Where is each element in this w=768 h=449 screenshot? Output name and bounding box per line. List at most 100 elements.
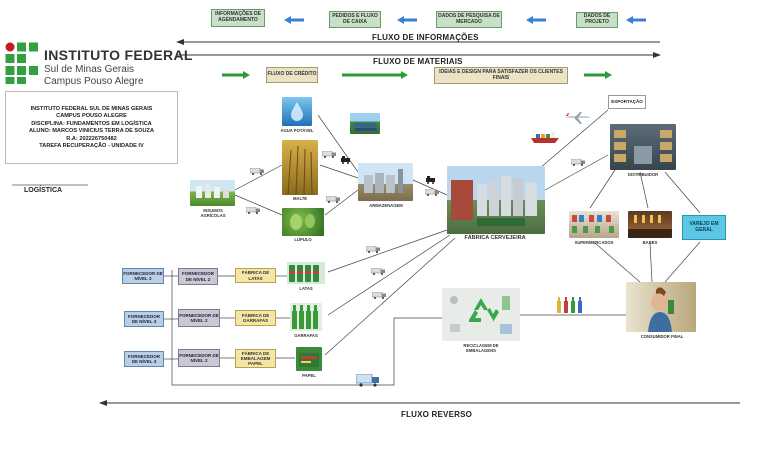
malt-image <box>282 140 318 195</box>
hops-image <box>282 208 324 236</box>
bar-label: BARES <box>642 240 658 245</box>
info-card-line: TAREFA RECUPERAÇÃO - UNIDADE IV <box>39 143 144 150</box>
info-card-line: ALUNO: MARCOS VINICIUS TERRA DE SOUZA <box>28 128 155 135</box>
material-flow-arrowhead <box>653 52 661 58</box>
logo-sub1: Sul de Minas Gerais <box>44 64 135 75</box>
material-arrow-icon <box>222 71 250 79</box>
water-image <box>282 97 312 126</box>
supplier-tier3-box: FORNECEDOR DE NÍVEL 3 <box>122 268 164 284</box>
paper-box-image <box>296 347 322 371</box>
supplier-tier3-box: FORNECEDOR DE NÍVEL 3 <box>124 311 164 327</box>
info-flow-arrowhead <box>176 39 184 45</box>
info-arrow-icon <box>526 16 546 24</box>
credit-flow-label: FLUXO DE CRÉDITO <box>267 71 317 78</box>
hops-label: LÚPULO <box>294 237 312 242</box>
recycling-label: RECICLAGEM DE EMBALAGENS <box>463 343 499 353</box>
consumer-label: CONSUMIDOR FINAL <box>640 334 684 339</box>
recycling-image <box>442 288 520 341</box>
truck-icon <box>366 246 380 253</box>
farm-inputs-image <box>190 180 235 206</box>
truck-icon <box>425 189 439 196</box>
info-flow-title: FLUXO DE INFORMAÇÕES <box>372 33 479 42</box>
cans-factory-box: FÁBRICA DE LATAS <box>235 268 276 283</box>
info-scheduling-label: INFORMAÇÕES DE AGENDAMENTO <box>215 11 261 23</box>
bottles-icon <box>557 297 582 313</box>
cans-label: LATAS <box>299 286 313 291</box>
supplier-tier2-box: FORNECEDOR DE NÍVEL 2 <box>178 268 218 285</box>
supplier-tier2-label: FORNECEDOR DE NÍVEL 2 <box>179 352 219 363</box>
cans-image <box>287 262 325 284</box>
airplane-icon <box>565 112 591 124</box>
brewery-image <box>447 166 545 234</box>
supplier-tier3-label: FORNECEDOR DE NÍVEL 3 <box>127 313 160 324</box>
reverse-flow-title: FLUXO REVERSO <box>401 410 473 419</box>
supplier-tier3-box: FORNECEDOR DE NÍVEL 3 <box>124 351 164 367</box>
storage-label: ARMAZENAGEM <box>369 203 403 208</box>
supplier-tier2-label: FORNECEDOR DE NÍVEL 2 <box>179 312 219 323</box>
info-orders-label: PEDIDOS E FLUXO DE CAIXA <box>332 12 378 25</box>
paper-factory-label: FÁBRICA DE EMBALAGEM PAPEL <box>240 350 271 367</box>
logo-sub2: Campus Pouso Alegre <box>44 76 144 87</box>
bottles-label: GARRAFAS <box>294 333 318 338</box>
info-market-box: DADOS DE PESQUISA DE MERCADO <box>436 11 502 28</box>
material-arrow-icon <box>584 71 612 79</box>
supplier-tier2-box: FORNECEDOR DE NÍVEL 2 <box>178 349 220 367</box>
storage-silos-image <box>358 163 413 201</box>
export-label: EXPORTAÇÃO <box>611 99 643 105</box>
export-box: EXPORTAÇÃO <box>608 95 646 109</box>
paper-label: PAPEL <box>302 373 316 378</box>
info-arrow-icon <box>397 16 417 24</box>
info-arrow-icon <box>626 16 646 24</box>
info-orders-box: PEDIDOS E FLUXO DE CAIXA <box>329 11 381 28</box>
info-card-line: INSTITUTO FEDERAL SUL DE MINAS GERAIS <box>30 105 153 112</box>
info-card: INSTITUTO FEDERAL SUL DE MINAS GERAIS CA… <box>5 91 178 164</box>
supplier-tier3-label: FORNECEDOR DE NÍVEL 3 <box>123 270 163 281</box>
paper-factory-box: FÁBRICA DE EMBALAGEM PAPEL <box>235 349 276 368</box>
truck-icon <box>326 196 340 203</box>
malt-label: MALTE <box>292 196 308 201</box>
distributor-image <box>610 124 676 170</box>
water-pipes-image <box>350 113 380 134</box>
supplier-tier3-label: FORNECEDOR DE NÍVEL 3 <box>127 353 160 364</box>
info-card-line: CAMPUS POUSO ALEGRE <box>56 113 127 120</box>
ship-icon <box>531 132 559 143</box>
retail-general-label: VAREJO EM GERAL <box>689 220 719 233</box>
info-arrow-icon <box>284 16 304 24</box>
consumer-image <box>626 282 696 332</box>
retail-general-box: VAREJO EM GERAL <box>682 215 726 240</box>
ideas-design-box: IDEIAS E DESIGN PARA SATISFAZER OS CLIEN… <box>434 67 568 84</box>
bottles-factory-box: FÁBRICA DE GARRAFAS <box>235 310 276 326</box>
ideas-design-label: IDEIAS E DESIGN PARA SATISFAZER OS CLIEN… <box>439 68 563 81</box>
institute-logo-icon <box>5 42 38 84</box>
supplier-tier2-box: FORNECEDOR DE NÍVEL 2 <box>178 309 220 327</box>
truck-icon <box>250 168 264 175</box>
info-project-label: DADOS DE PROJETO <box>583 13 611 25</box>
truck-icon <box>322 151 336 158</box>
credit-flow-box: FLUXO DE CRÉDITO <box>266 67 318 83</box>
cans-factory-label: FÁBRICA DE LATAS <box>241 270 270 281</box>
truck-icon <box>372 292 386 299</box>
logistica-label: LOGÍSTICA <box>24 187 63 194</box>
logo-name: INSTITUTO FEDERAL <box>44 47 193 63</box>
bottles-image <box>290 303 322 331</box>
train-icon <box>341 156 350 164</box>
truck-icon <box>246 207 260 214</box>
info-market-label: DADOS DE PESQUISA DE MERCADO <box>438 12 500 25</box>
farm-inputs-label: INSUMOS AGRÍCOLAS <box>200 208 226 218</box>
bottles-factory-label: FÁBRICA DE GARRAFAS <box>241 312 270 323</box>
info-scheduling-box: INFORMAÇÕES DE AGENDAMENTO <box>211 9 265 27</box>
material-flow-title: FLUXO DE MATERIAIS <box>373 57 463 66</box>
material-arrow-icon <box>342 71 408 79</box>
train-icon <box>426 176 435 184</box>
recycle-truck-icon <box>356 374 379 387</box>
supermarket-label: SUPERMERCADOS <box>574 240 614 245</box>
reverse-flow-arrowhead <box>99 400 107 406</box>
truck-icon <box>571 159 585 166</box>
supplier-tier2-label: FORNECEDOR DE NÍVEL 2 <box>181 271 214 282</box>
info-card-line: R.A: 202226750482 <box>66 135 117 142</box>
bar-image <box>628 211 672 238</box>
water-label: ÁGUA POTÁVEL <box>280 128 314 133</box>
distributor-label: DISTRIBUIDOR <box>627 172 659 177</box>
supermarket-image <box>569 211 619 238</box>
